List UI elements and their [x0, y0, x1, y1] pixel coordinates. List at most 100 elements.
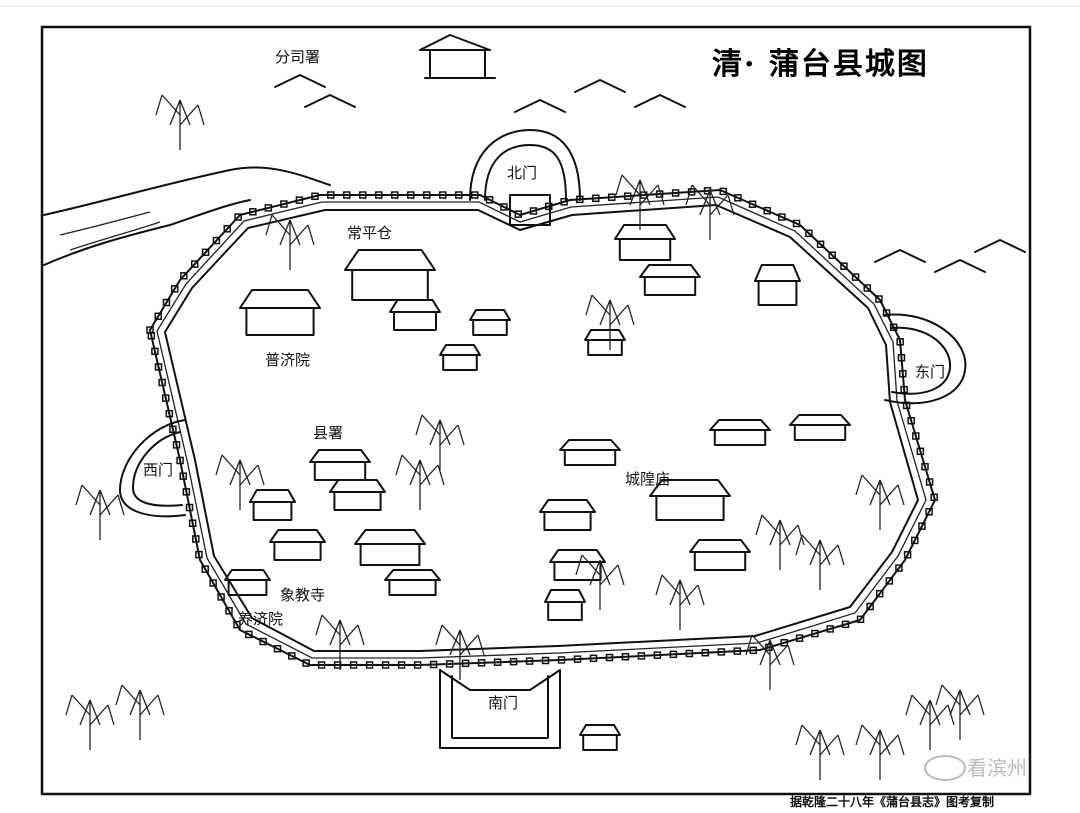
crenel	[856, 615, 865, 624]
label-ximen: 西门	[143, 461, 173, 479]
label-xianshu: 县署	[313, 424, 343, 442]
house	[224, 569, 271, 596]
crenel	[429, 660, 438, 669]
crenel	[273, 644, 282, 653]
tree	[435, 624, 485, 680]
tree	[265, 214, 315, 270]
crenel	[907, 416, 915, 425]
crenel	[916, 447, 925, 456]
crenel	[209, 579, 217, 587]
house	[639, 264, 701, 296]
map-frame	[40, 25, 1032, 796]
crenel	[717, 648, 726, 656]
house	[789, 414, 851, 441]
crenel	[170, 285, 179, 293]
crenel	[719, 187, 727, 196]
hill	[874, 249, 926, 263]
crenel	[182, 488, 191, 496]
hill	[634, 94, 686, 108]
river	[43, 166, 331, 266]
crenel	[311, 192, 319, 201]
label-beimen: 北门	[507, 164, 537, 182]
crenel	[280, 200, 288, 208]
tree	[155, 94, 205, 150]
tree	[685, 184, 735, 240]
crenel	[407, 191, 415, 199]
crenel	[201, 565, 209, 573]
crenel	[875, 589, 884, 598]
crenel	[621, 652, 630, 661]
source-caption: 据乾隆二十八年《蒲台县志》图考复制	[790, 794, 994, 809]
crenel	[911, 536, 919, 545]
crenel	[589, 654, 598, 663]
crenel	[921, 462, 929, 471]
crenel	[925, 478, 934, 486]
crenel	[903, 550, 912, 559]
crenel	[165, 409, 174, 418]
label-changpingcang: 常平仓	[347, 224, 392, 242]
crenel	[445, 660, 454, 668]
crenel	[217, 593, 225, 601]
crenel	[669, 650, 678, 659]
crenel	[816, 240, 825, 249]
crenel	[623, 192, 632, 200]
crenel	[899, 369, 907, 378]
east-gate	[884, 313, 967, 405]
house	[389, 299, 441, 331]
house	[559, 439, 621, 466]
crenel	[158, 378, 166, 387]
tree	[585, 294, 635, 350]
north-gate	[469, 129, 581, 226]
crenel	[560, 198, 568, 206]
map-title: 清· 蒲台县城图	[712, 47, 929, 82]
crenel	[701, 648, 710, 657]
wechat-icon	[924, 755, 966, 781]
tree	[755, 514, 805, 570]
crenel	[493, 658, 502, 666]
crenel	[302, 659, 310, 667]
crenel	[162, 298, 171, 307]
house	[584, 329, 626, 356]
crenel	[190, 260, 199, 268]
west-gate	[119, 419, 186, 518]
city-wall	[149, 189, 936, 666]
tree	[215, 454, 265, 510]
crenel	[930, 493, 938, 502]
house	[649, 479, 731, 521]
buildings	[224, 224, 851, 751]
crenel	[245, 630, 253, 639]
crenel	[541, 656, 550, 665]
label-pujiyuan: 普济院	[265, 351, 310, 369]
watermark-text: 看滨州	[967, 756, 1027, 780]
tree	[615, 174, 665, 230]
crenel	[895, 564, 903, 572]
crenel	[381, 661, 390, 669]
hill	[974, 239, 1026, 253]
crenel	[897, 354, 906, 362]
house	[344, 249, 436, 301]
crenel	[212, 236, 221, 245]
crenel	[423, 191, 431, 199]
crenel	[176, 456, 184, 465]
crenel	[687, 188, 696, 196]
tree	[415, 414, 465, 470]
crenel	[863, 284, 872, 292]
house	[709, 419, 771, 446]
crenel	[288, 652, 296, 660]
crenel	[795, 634, 804, 642]
hill	[514, 99, 566, 113]
tree	[395, 454, 445, 510]
crenel	[172, 441, 181, 449]
crenel	[147, 332, 156, 340]
crenel	[188, 519, 197, 527]
tree	[795, 534, 845, 590]
crenel	[295, 196, 304, 204]
crenel	[826, 625, 834, 633]
label-fensishu: 分司署	[275, 48, 320, 66]
crenel	[397, 661, 406, 669]
crenel	[866, 602, 874, 611]
crenel	[343, 191, 351, 199]
crenel	[840, 262, 848, 270]
label-xiangjiaosi: 象教寺	[280, 586, 325, 604]
crenel	[375, 191, 383, 199]
